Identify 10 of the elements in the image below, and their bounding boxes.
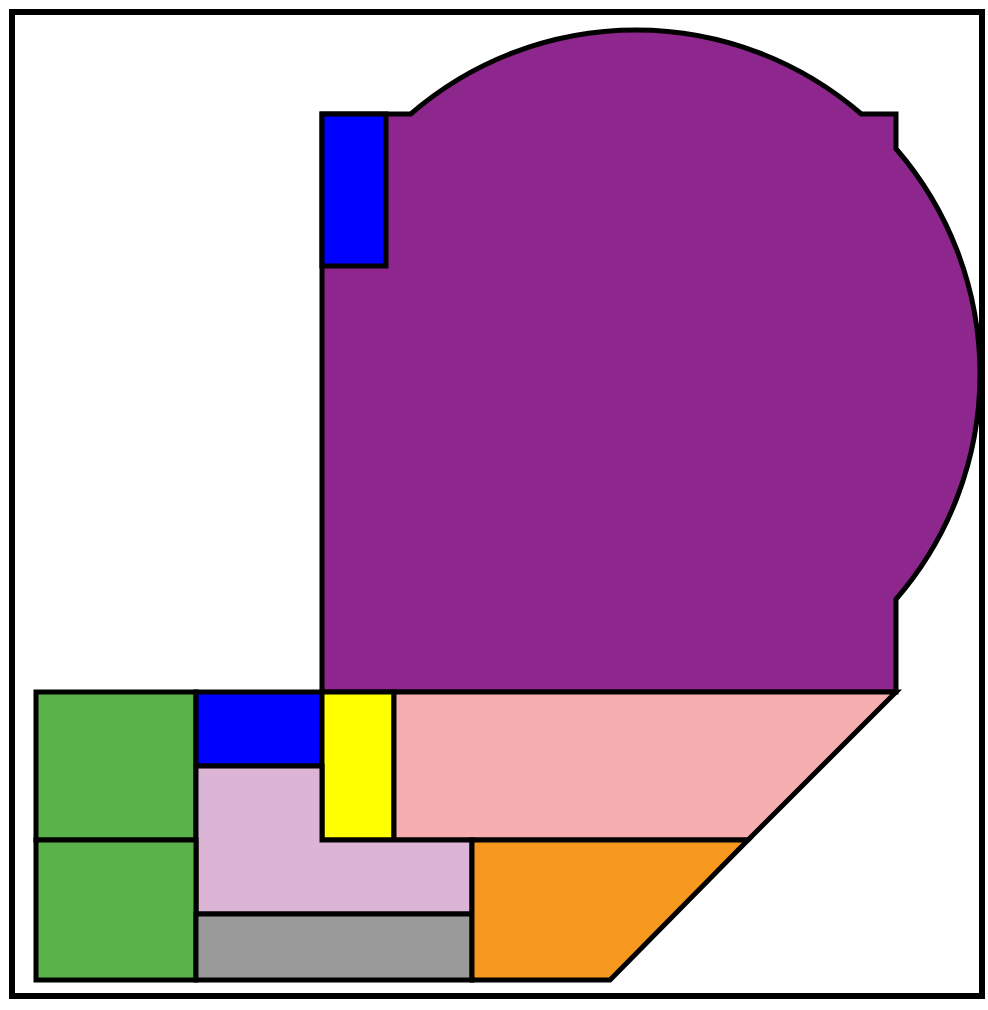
block-region xyxy=(193,689,325,769)
block-region xyxy=(469,837,754,983)
block-region xyxy=(319,111,389,269)
block-region xyxy=(193,763,475,917)
block-region xyxy=(193,911,475,983)
block-region xyxy=(33,837,199,983)
block-region xyxy=(33,689,199,843)
block-region xyxy=(319,689,397,843)
block-region xyxy=(391,689,903,843)
rounded-region xyxy=(319,28,982,695)
